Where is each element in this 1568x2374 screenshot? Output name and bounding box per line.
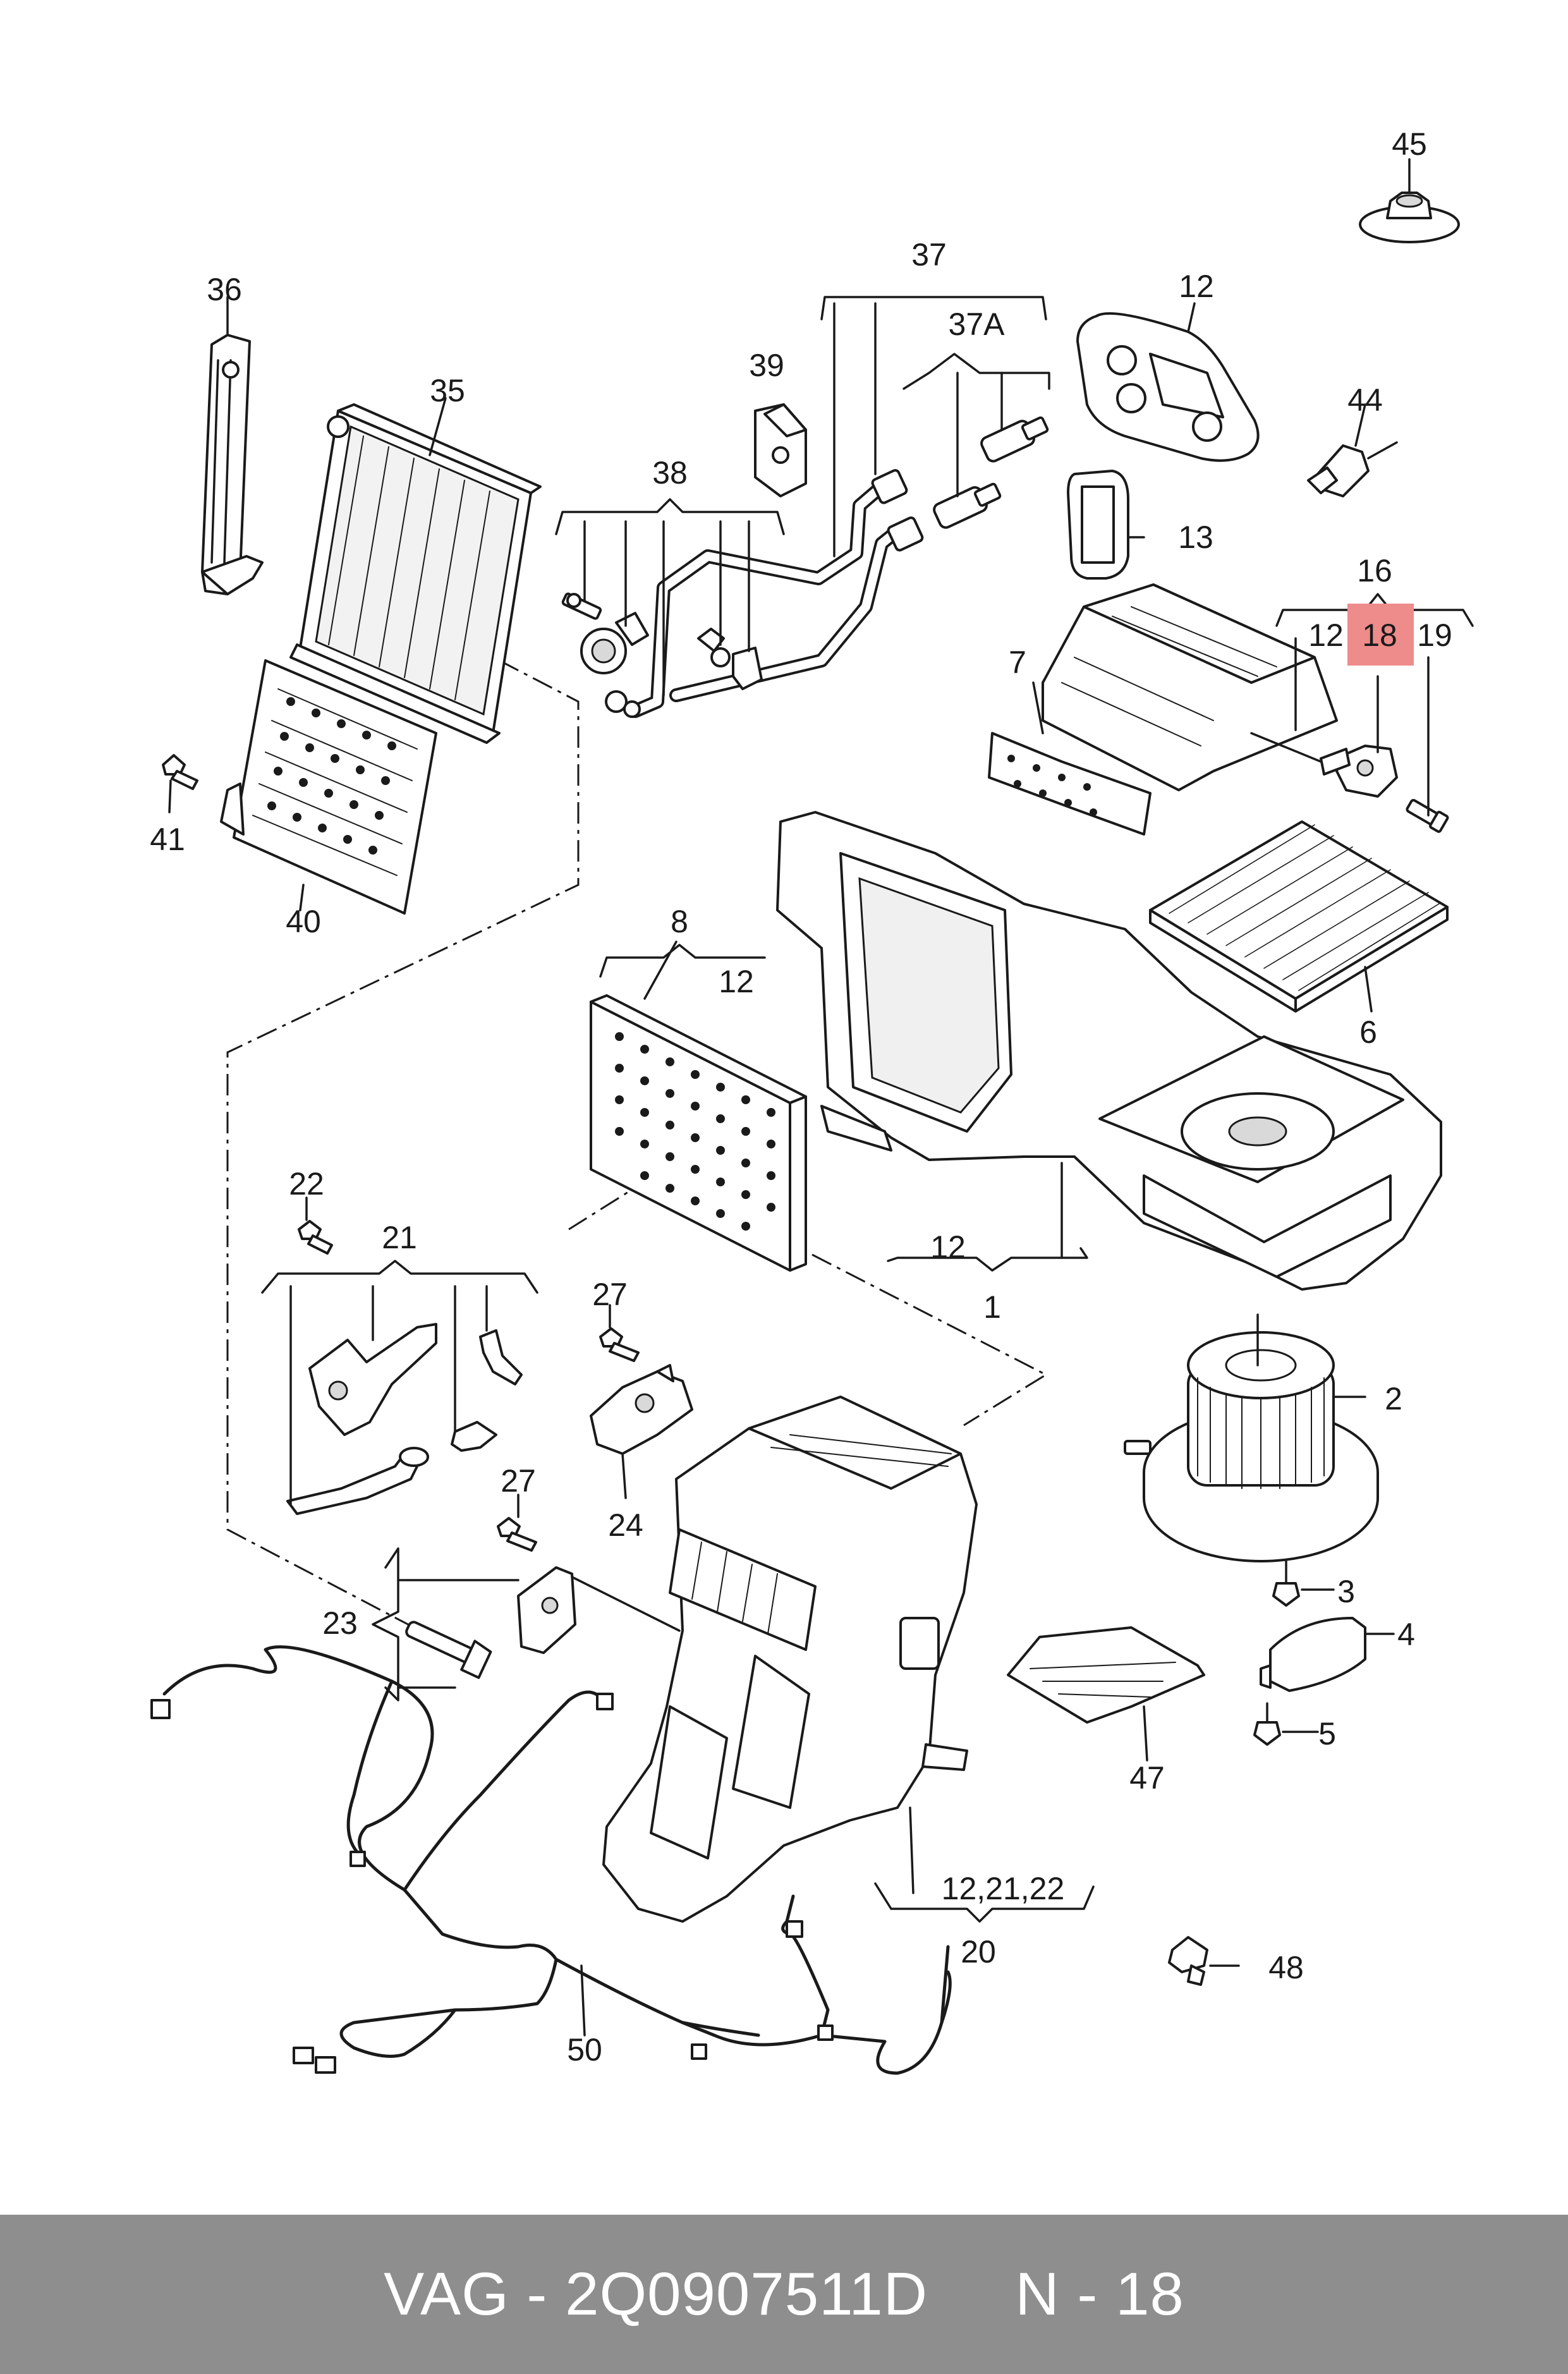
- callout-27-upper: 27: [592, 1277, 628, 1312]
- wiring-harness-50-icon: [150, 1645, 952, 2075]
- seal-ring-13-icon: [1067, 470, 1145, 580]
- callout-4: 4: [1397, 1617, 1415, 1652]
- flap-levers-21-icon: [286, 1285, 523, 1515]
- callout-3: 3: [1337, 1574, 1355, 1609]
- callout-37a: 37A: [949, 307, 1006, 342]
- callout-12-group8: 12: [719, 964, 754, 999]
- callout-21: 21: [382, 1220, 417, 1255]
- heater-housing-20-icon: [602, 1396, 978, 1923]
- callout-24: 24: [608, 1507, 643, 1543]
- fittings-37a-icon: [933, 372, 1049, 529]
- callout-45: 45: [1392, 126, 1427, 162]
- motor-cover-4-icon: [1260, 1617, 1395, 1692]
- actuator-motor-24-icon: [590, 1364, 693, 1499]
- connector-pin-44-icon: [1307, 403, 1398, 497]
- highlight-box-18: [1347, 604, 1414, 666]
- bracket-36-icon: [201, 296, 264, 595]
- callout-12-group16: 12: [1308, 618, 1344, 653]
- callout-39: 39: [749, 348, 784, 383]
- servo-bracket-18-icon: [1250, 637, 1449, 833]
- callout-20: 20: [961, 1934, 996, 1969]
- screw-27-upper-icon: [599, 1304, 640, 1362]
- blower-housing-1-icon: [776, 811, 1442, 1291]
- callout-8: 8: [671, 904, 688, 939]
- callout-19: 19: [1417, 618, 1452, 653]
- callout-6: 6: [1359, 1014, 1377, 1050]
- callout-22: 22: [289, 1166, 324, 1202]
- callout-27-lower: 27: [501, 1463, 536, 1499]
- part-number-label: VAG - 2Q0907511D N - 18: [384, 2260, 1184, 2328]
- callout-44: 44: [1347, 382, 1383, 418]
- callout-1: 1: [983, 1289, 1001, 1325]
- air-flap-housing-7-icon: [988, 583, 1338, 836]
- refrigerant-lines-37-icon: [628, 302, 924, 718]
- screw-5-icon: [1253, 1702, 1319, 1746]
- actuator-sensor-23-icon: [397, 1566, 681, 1689]
- screw-3-icon: [1272, 1560, 1335, 1607]
- evaporator-8-icon: [590, 940, 807, 1272]
- callout-41: 41: [150, 822, 185, 857]
- callout-13: 13: [1178, 520, 1213, 555]
- callout-37: 37: [911, 237, 947, 272]
- callout-48: 48: [1268, 1950, 1304, 1985]
- callout-50: 50: [567, 2032, 602, 2067]
- callout-5: 5: [1318, 1716, 1336, 1751]
- callout-labels: 45 37 37A 36 12 39 35 44 38 13 16 12 18 …: [150, 126, 1452, 2067]
- heater-grille-40-icon: [220, 659, 437, 915]
- parts-group-38-icon: [561, 520, 763, 718]
- cover-plate-47-icon: [1007, 1626, 1205, 1762]
- callout-12-top: 12: [1179, 269, 1214, 304]
- callout-16: 16: [1357, 553, 1392, 588]
- gasket-12-icon: [1076, 302, 1260, 462]
- cabin-filter-6-icon: [1149, 820, 1449, 1013]
- part-info-footer: VAG - 2Q0907511D N - 18: [0, 2215, 1568, 2374]
- group-brackets: [261, 296, 1474, 1923]
- screw-41-icon: [162, 754, 198, 813]
- callout-40: 40: [286, 904, 321, 939]
- callout-36: 36: [207, 272, 242, 307]
- callout-12-21-22: 12,21,22: [942, 1871, 1065, 1906]
- retaining-clip-48-icon: [1168, 1936, 1240, 1986]
- parts-exploded-diagram: 45 37 37A 36 12 39 35 44 38 13 16 12 18 …: [150, 126, 1474, 2075]
- callout-12-group1: 12: [930, 1229, 966, 1265]
- valve-block-39-icon: [754, 403, 807, 497]
- callout-2: 2: [1385, 1381, 1402, 1416]
- screw-22-icon: [298, 1196, 333, 1255]
- callout-23: 23: [322, 1605, 358, 1641]
- callout-35: 35: [430, 373, 465, 408]
- callout-38: 38: [652, 455, 688, 490]
- callout-47: 47: [1129, 1760, 1165, 1796]
- flange-nut-45-icon: [1359, 158, 1460, 243]
- blower-motor-2-icon: [1124, 1313, 1379, 1562]
- callout-7: 7: [1009, 645, 1026, 680]
- callout-18: 18: [1362, 618, 1397, 653]
- heater-core-35-icon: [289, 397, 542, 744]
- screw-27-lower-icon: [497, 1494, 537, 1552]
